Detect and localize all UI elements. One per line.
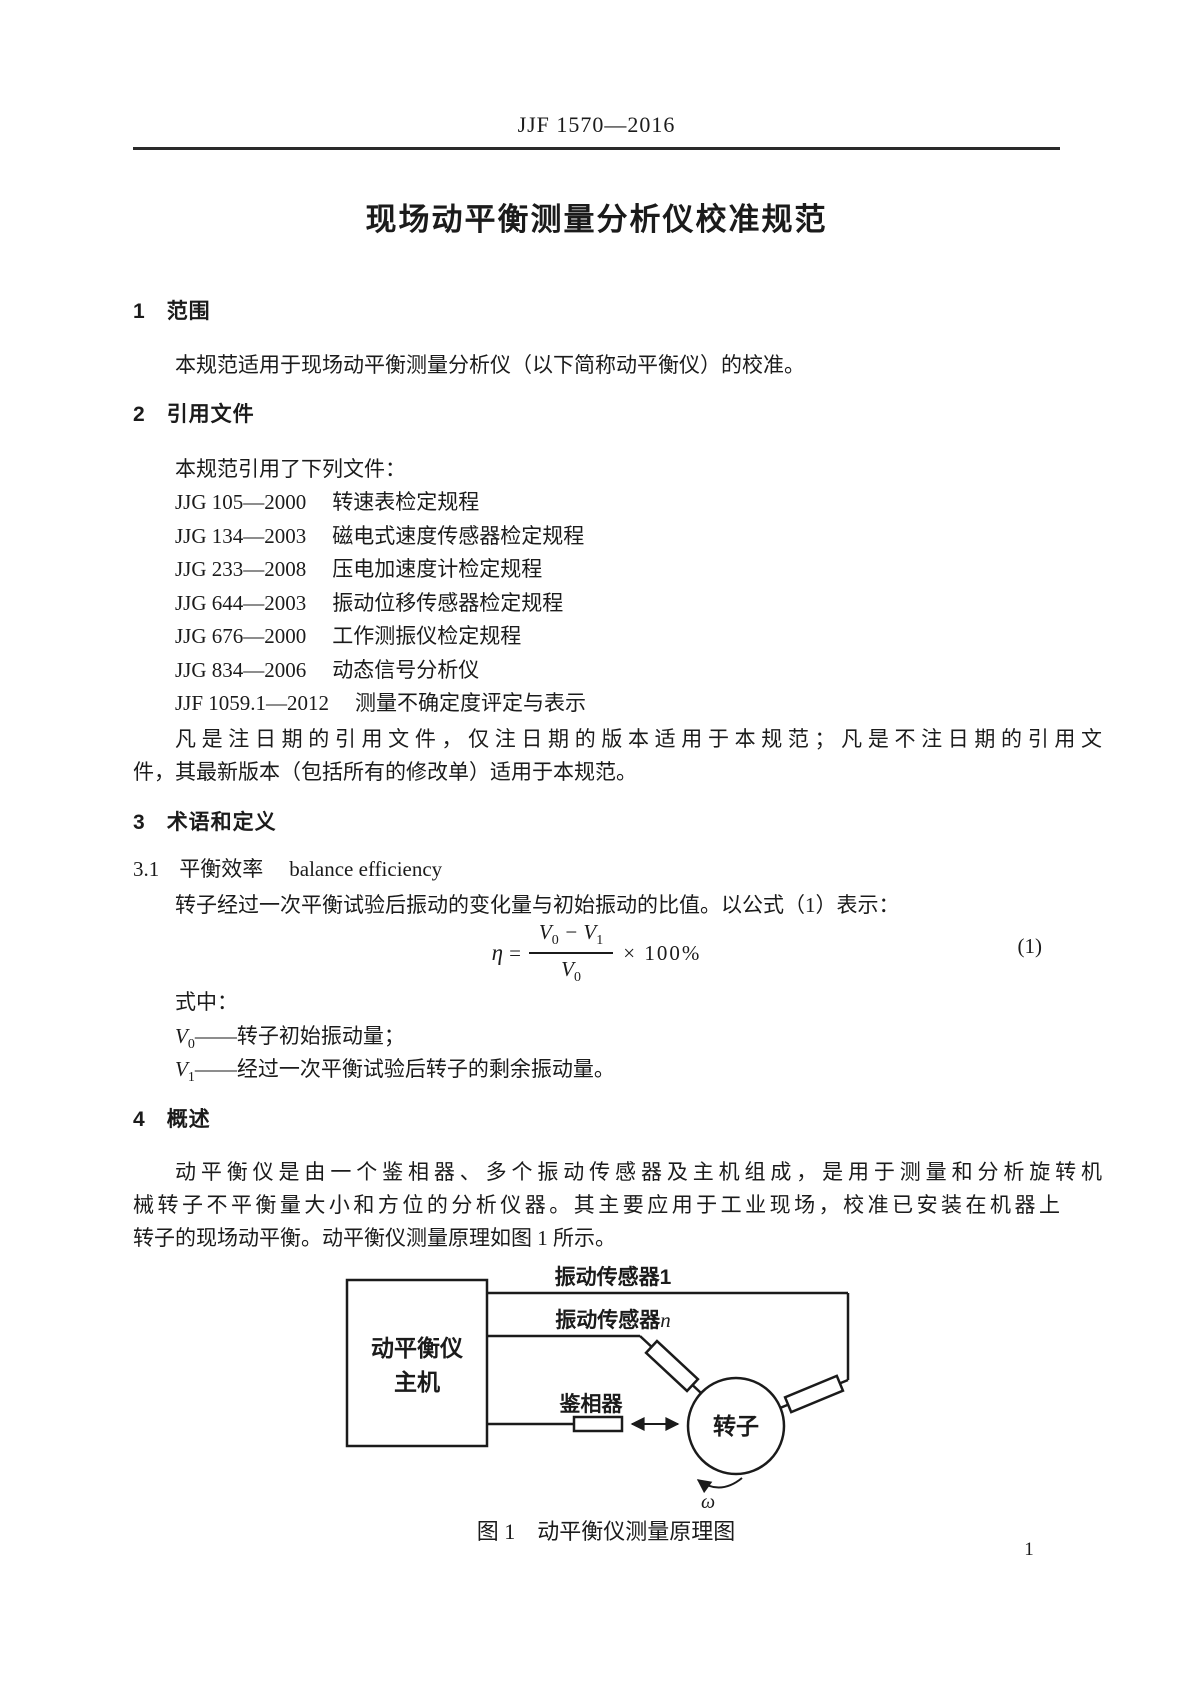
formula-times100: × 100% xyxy=(623,940,702,965)
section-2-title: 引用文件 xyxy=(166,403,255,426)
term-en: balance efficiency xyxy=(289,857,443,881)
section-3-number: 3 xyxy=(133,811,145,834)
sensor1-label: 振动传感器1 xyxy=(555,1265,672,1289)
reference-item: JJG 134—2003 磁电式速度传感器检定规程 xyxy=(175,520,1060,554)
reference-title: 压电加速度计检定规程 xyxy=(332,557,543,581)
figure-caption: 图 1 动平衡仪测量原理图 xyxy=(477,1519,736,1544)
reference-title: 振动位移传感器检定规程 xyxy=(332,590,564,615)
where-desc: ——转子初始振动量； xyxy=(194,1024,405,1048)
dated-reference-note-line1: 凡是注日期的引用文件，仅注日期的版本适用于本规范；凡是不注日期的引用文 xyxy=(175,727,1102,751)
reference-code: JJG 644—2003 xyxy=(175,590,307,615)
vibration-sensor-1-symbol xyxy=(783,1374,845,1414)
section-4-line1: 动平衡仪是由一个鉴相器、多个振动传感器及主机组成，是用于测量和分析旋转机 xyxy=(175,1160,1102,1184)
term-3-1: 3.1 平衡效率 balance efficiency xyxy=(133,853,1060,883)
section-2-intro: 本规范引用了下列文件： xyxy=(175,457,406,481)
section-4-line2: 械转子不平衡量大小和方位的分析仪器。其主要应用于工业现场，校准已安装在机器上 xyxy=(133,1193,1060,1217)
section-1-number: 1 xyxy=(133,300,145,323)
reference-item: JJG 676—2000 工作测振仪检定规程 xyxy=(175,620,1060,654)
section-2-number: 2 xyxy=(133,403,145,426)
vibration-sensor-n-symbol xyxy=(644,1339,700,1393)
reference-title: 测量不确定度评定与表示 xyxy=(355,691,587,715)
section-4-number: 4 xyxy=(133,1108,145,1131)
reference-code: JJG 834—2006 xyxy=(175,657,307,682)
reference-code: JJG 233—2008 xyxy=(175,557,307,581)
header-rule xyxy=(133,147,1060,150)
main-unit-label-line1: 动平衡仪 xyxy=(371,1335,464,1361)
reference-item: JJG 834—2006 动态信号分析仪 xyxy=(175,654,1060,688)
reference-title: 动态信号分析仪 xyxy=(332,657,480,682)
term-definition: 转子经过一次平衡试验后振动的变化量与初始振动的比值。以公式（1）表示： xyxy=(175,893,900,917)
rotation-arrow xyxy=(696,1477,743,1494)
formula-eta: η xyxy=(491,940,504,966)
section-4-line3: 转子的现场动平衡。动平衡仪测量原理如图 1 所示。 xyxy=(133,1226,616,1250)
reference-code: JJG 105—2000 xyxy=(175,490,307,514)
page-title: 现场动平衡测量分析仪校准规范 xyxy=(365,202,828,237)
where-item-v0: V0——转子初始振动量； xyxy=(175,1024,405,1053)
section-4-title: 概述 xyxy=(166,1108,211,1131)
reference-code: JJG 134—2003 xyxy=(175,523,307,548)
phase-detector-label: 鉴相器 xyxy=(559,1392,624,1416)
formula-denominator: V0 xyxy=(561,957,581,986)
term-number: 3.1 xyxy=(133,857,160,881)
reference-item: JJF 1059.1—2012 测量不确定度评定与表示 xyxy=(175,687,1060,721)
main-unit-box xyxy=(345,1278,489,1448)
figure-1-diagram: 动平衡仪 主机 转子 ω 振动传感器1 振动传感器n 鉴相器 图 1 动平衡仪测… xyxy=(345,1265,850,1544)
formula-numerator: V0 − V1 xyxy=(528,920,614,955)
reference-item: JJG 105—2000 转速表检定规程 xyxy=(175,486,1060,520)
reference-title: 磁电式速度传感器检定规程 xyxy=(332,523,585,548)
where-label: 式中： xyxy=(175,990,238,1014)
where-item-v1: V1——经过一次平衡试验后转子的剩余振动量。 xyxy=(175,1057,615,1086)
rotor-circle xyxy=(686,1376,786,1476)
reference-title: 转速表检定规程 xyxy=(332,490,480,514)
rotor-label: 转子 xyxy=(713,1413,759,1439)
page-number: 1 xyxy=(1024,1539,1034,1560)
term-zh: 平衡效率 xyxy=(179,857,264,881)
section-2-heading: 2 引用文件 xyxy=(133,398,255,428)
equation-number: (1) xyxy=(1017,934,1043,958)
section-3-heading: 3 术语和定义 xyxy=(133,806,277,836)
reference-item: JJG 233—2008 压电加速度计检定规程 xyxy=(175,553,1060,587)
dated-reference-note-line2: 件，其最新版本（包括所有的修改单）适用于本规范。 xyxy=(133,760,637,784)
reference-code: JJG 676—2000 xyxy=(175,624,307,648)
reference-code: JJF 1059.1—2012 xyxy=(175,691,330,715)
reference-item: JJG 644—2003 振动位移传感器检定规程 xyxy=(175,587,1060,621)
where-desc: ——经过一次平衡试验后转子的剩余振动量。 xyxy=(194,1057,615,1081)
section-4-heading: 4 概述 xyxy=(133,1103,211,1133)
section-1-body: 本规范适用于现场动平衡测量分析仪（以下简称动平衡仪）的校准。 xyxy=(175,353,805,377)
section-1-title: 范围 xyxy=(166,300,211,323)
main-unit-label-line2: 主机 xyxy=(394,1369,440,1395)
reference-title: 工作测振仪检定规程 xyxy=(332,624,522,648)
section-1-heading: 1 范围 xyxy=(133,295,211,325)
omega-label: ω xyxy=(701,1491,715,1513)
phase-detector-box xyxy=(572,1415,624,1433)
doc-number: JJF 1570—2016 xyxy=(517,112,676,137)
sensorn-label: 振动传感器n xyxy=(555,1308,671,1332)
section-3-title: 术语和定义 xyxy=(166,811,277,834)
reference-list: JJG 105—2000 转速表检定规程 JJG 134—2003 磁电式速度传感器… xyxy=(175,486,1060,721)
formula-equals: = xyxy=(509,940,521,965)
